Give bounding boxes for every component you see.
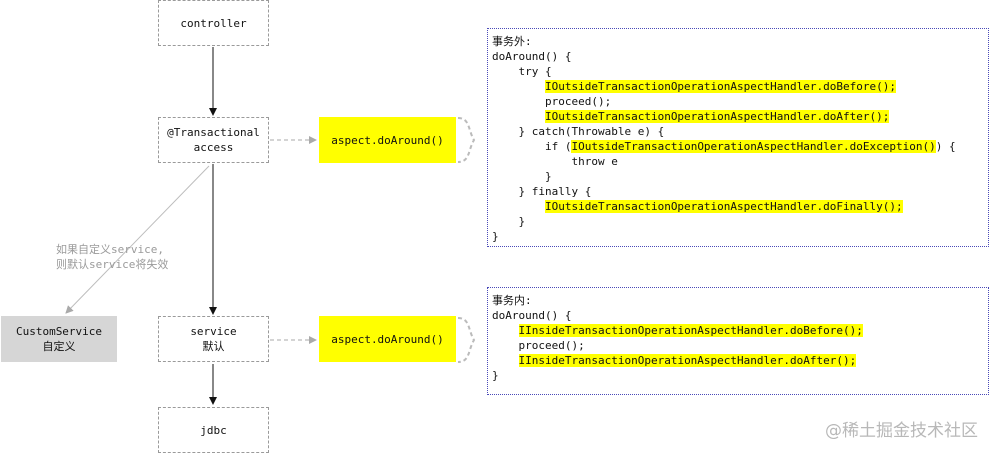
- code-text: [492, 155, 571, 168]
- inside-transaction-code-box: 事务内: doAround() { IInsideTransactionOper…: [487, 287, 989, 395]
- code-line: IInsideTransactionOperationAspectHandler…: [492, 353, 988, 368]
- code-line: IOutsideTransactionOperationAspectHandle…: [492, 109, 988, 124]
- code-text: } catch(Throwable e) {: [518, 125, 665, 138]
- code-line: }: [492, 214, 988, 229]
- code-text: [492, 339, 519, 352]
- code-line: proceed();: [492, 94, 988, 109]
- highlighted-code: IOutsideTransactionOperationAspectHandle…: [544, 80, 896, 93]
- code-line: IOutsideTransactionOperationAspectHandle…: [492, 79, 988, 94]
- code-line: doAround() {: [492, 308, 988, 323]
- code-text: [492, 324, 519, 337]
- brace-bottom: [457, 317, 476, 363]
- code-line: doAround() {: [492, 49, 988, 64]
- transactional-access-node: @Transactional access: [158, 117, 269, 163]
- code-line: IInsideTransactionOperationAspectHandler…: [492, 323, 988, 338]
- code-line: } catch(Throwable e) {: [492, 124, 988, 139]
- code-text: } finally {: [518, 185, 592, 198]
- arrow-transactional-to-customservice: [65, 165, 210, 314]
- code-text: doAround() {: [492, 50, 572, 63]
- code-text: if (: [544, 140, 572, 153]
- highlighted-code: IInsideTransactionOperationAspectHandler…: [518, 354, 857, 367]
- service-default-node: service 默认: [158, 316, 269, 362]
- code-text: }: [492, 230, 499, 243]
- aspect-doaround-bottom: aspect.doAround(): [319, 316, 456, 362]
- code-text: }: [492, 369, 499, 382]
- code-text: [492, 354, 519, 367]
- code-line: }: [492, 229, 988, 244]
- inside-code-lines: doAround() { IInsideTransactionOperation…: [492, 308, 988, 383]
- highlighted-code: IOutsideTransactionOperationAspectHandle…: [544, 110, 890, 123]
- code-line: } finally {: [492, 184, 988, 199]
- code-text: [492, 110, 545, 123]
- watermark: @稀土掘金技术社区: [825, 421, 978, 441]
- code-line: }: [492, 169, 988, 184]
- code-line: proceed();: [492, 338, 988, 353]
- code-text: proceed();: [544, 95, 612, 108]
- code-text: throw e: [571, 155, 618, 168]
- inside-code-title: 事务内:: [492, 294, 532, 307]
- custom-service-note: 如果自定义service, 则默认service将失效: [56, 243, 169, 271]
- code-text: [492, 65, 519, 78]
- code-text: [492, 95, 545, 108]
- jdbc-node: jdbc: [158, 407, 269, 453]
- controller-node: controller: [158, 0, 269, 46]
- highlighted-code: IOutsideTransactionOperationAspectHandle…: [571, 140, 936, 153]
- custom-service-node: CustomService 自定义: [1, 316, 117, 362]
- code-line: throw e: [492, 154, 988, 169]
- code-text: [492, 215, 519, 228]
- code-text: proceed();: [518, 339, 585, 352]
- code-text: }: [518, 215, 526, 228]
- code-text: }: [544, 170, 552, 183]
- highlighted-code: IInsideTransactionOperationAspectHandler…: [518, 324, 863, 337]
- code-text: [492, 80, 545, 93]
- code-text: doAround() {: [492, 309, 572, 322]
- code-text: [492, 200, 545, 213]
- code-line: IOutsideTransactionOperationAspectHandle…: [492, 199, 988, 214]
- code-line: if (IOutsideTransactionOperationAspectHa…: [492, 139, 988, 154]
- code-text: [492, 140, 545, 153]
- code-text: [492, 125, 519, 138]
- code-line: }: [492, 368, 988, 383]
- highlighted-code: IOutsideTransactionOperationAspectHandle…: [544, 200, 903, 213]
- code-text: ) {: [935, 140, 956, 153]
- outside-transaction-code-box: 事务外: doAround() { try { IOutsideTransact…: [487, 28, 989, 247]
- code-line: try {: [492, 64, 988, 79]
- code-text: [492, 170, 545, 183]
- outside-code-lines: doAround() { try { IOutsideTransactionOp…: [492, 49, 988, 244]
- aspect-doaround-top: aspect.doAround(): [319, 117, 456, 163]
- outside-code-title: 事务外:: [492, 35, 532, 48]
- code-text: try {: [518, 65, 552, 78]
- code-text: [492, 185, 519, 198]
- brace-top: [457, 117, 476, 163]
